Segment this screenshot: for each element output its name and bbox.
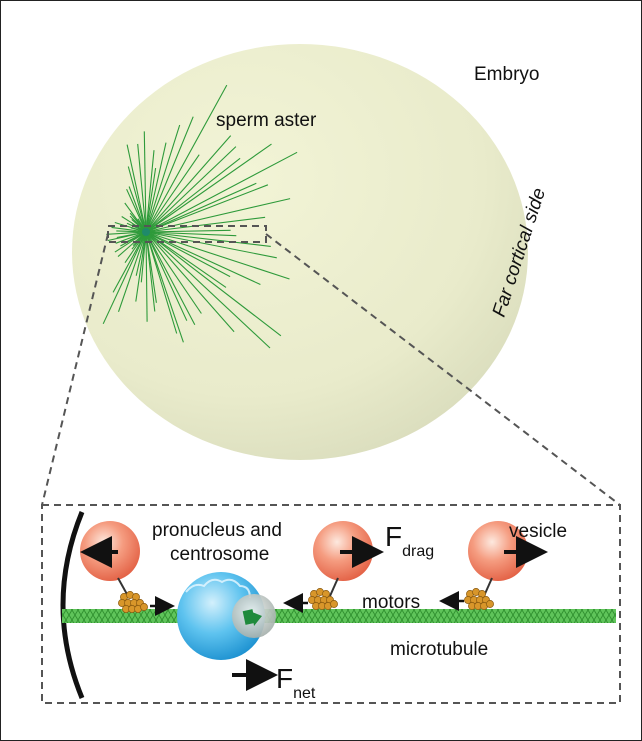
aster-microtubule — [145, 135, 232, 233]
aster-microtubule — [117, 231, 147, 258]
f-net-main: F — [276, 663, 293, 694]
aster-microtubule — [145, 231, 261, 285]
aster-microtubule — [115, 231, 147, 244]
aster-microtubule — [145, 124, 181, 233]
aster-microtubule — [145, 231, 178, 334]
aster-microtubule — [145, 231, 277, 259]
aster-microtubule — [145, 146, 237, 233]
aster-microtubule — [145, 154, 200, 233]
aster-microtubule — [145, 231, 271, 349]
aster-microtubule — [117, 231, 147, 312]
aster-microtubule — [145, 182, 257, 233]
aster-microtubule — [111, 226, 147, 233]
aster-microtubule — [145, 84, 228, 233]
aster-microtubule — [145, 231, 184, 343]
aster-microtubule — [135, 231, 147, 276]
f-drag-main: F — [385, 521, 402, 552]
aster-microtubule — [143, 131, 147, 233]
aster-microtubule — [145, 184, 269, 233]
zoom-line-right — [265, 233, 621, 506]
aster-microtubule — [145, 229, 231, 233]
aster-microtubule — [145, 142, 167, 233]
aster-microtubule — [112, 231, 147, 293]
aster-microtubule — [121, 216, 147, 233]
aster-microtubule — [126, 144, 147, 233]
motor-icon — [118, 591, 148, 613]
aster-microtubule — [145, 231, 188, 321]
aster-microtubule — [135, 231, 147, 302]
motors-group — [118, 588, 494, 613]
pronucleus — [177, 572, 265, 660]
sperm-aster — [102, 84, 298, 349]
aster-microtubule — [145, 231, 202, 314]
aster-microtubule — [145, 168, 157, 233]
aster-microtubule — [145, 231, 196, 326]
aster-microtubule — [102, 231, 147, 325]
centrosome-icon — [232, 594, 276, 638]
aster-microtubule — [114, 221, 147, 233]
f-drag-sub: drag — [402, 543, 434, 560]
aster-microtubule — [145, 143, 272, 233]
aster-microtubule — [145, 216, 266, 233]
embryo-cell — [72, 44, 528, 460]
aster-microtubule — [145, 231, 148, 322]
microtubule-label: microtubule — [390, 639, 488, 660]
motor-icon — [308, 588, 338, 610]
aster-microtubule — [145, 231, 282, 337]
f-net-label: Fnet — [276, 663, 316, 702]
aster-microtubule — [145, 151, 298, 233]
aster-microtubule — [127, 166, 147, 233]
aster-center — [142, 228, 150, 236]
f-net-sub: net — [293, 685, 316, 702]
motor-icon — [464, 588, 494, 610]
aster-microtubule — [145, 231, 231, 278]
embryo-label: Embryo — [474, 64, 539, 85]
aster-microtubule — [145, 116, 194, 233]
aster-microtubule — [145, 231, 237, 237]
sperm-aster-label: sperm aster — [216, 110, 317, 131]
aster-microtubule — [145, 231, 156, 312]
aster-microtubule — [145, 231, 290, 280]
aster-microtubule — [145, 231, 271, 247]
pronucleus-label-line2: centrosome — [170, 544, 269, 565]
aster-microtubule — [116, 231, 147, 239]
f-drag-label: Fdrag — [385, 521, 434, 560]
aster-microtubule — [145, 150, 155, 233]
cortex-arc — [60, 511, 85, 699]
aster-microtubule — [145, 231, 235, 333]
aster-microtubule — [145, 157, 241, 233]
aster-microtubule — [106, 231, 147, 235]
aster-microtubule — [137, 143, 147, 233]
motors-label: motors — [362, 592, 420, 613]
vesicle-label: vesicle — [509, 521, 567, 542]
zoom-line-left — [41, 233, 109, 506]
microtubule-filament — [62, 609, 616, 623]
pronucleus-label-line1: pronucleus and — [152, 520, 282, 541]
aster-microtubule — [128, 186, 147, 233]
